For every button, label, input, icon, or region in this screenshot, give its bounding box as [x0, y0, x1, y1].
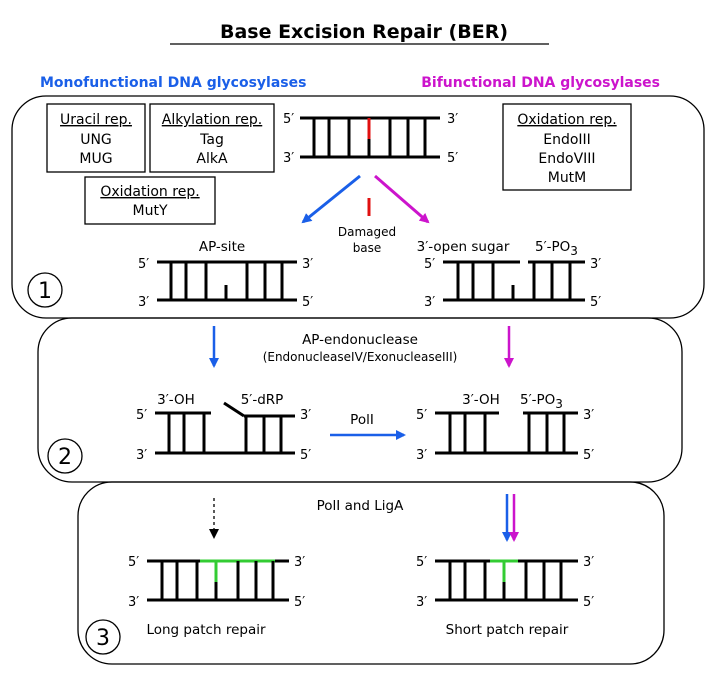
strand-end-label: 3′: [590, 257, 601, 272]
drp-label: 5′-dRP: [241, 392, 284, 408]
oh-label: 3′-OH: [462, 392, 500, 408]
damaged-base-label: base: [353, 241, 382, 255]
monofunctional-header: Monofunctional DNA glycosylases: [40, 75, 306, 91]
poli-liga-label: PolI and LigA: [317, 498, 404, 514]
strand-end-label: 3′: [283, 151, 294, 166]
damaged-dna: [300, 116, 440, 159]
ap-site-dna: [157, 260, 297, 302]
strand-end-label: 3′: [583, 555, 594, 570]
long-patch-dna: [147, 559, 289, 602]
po3-label: 5′-PO3: [535, 239, 578, 258]
bifunctional-header: Bifunctional DNA glycosylases: [421, 75, 660, 91]
step-3-marker: [85, 619, 121, 655]
strand-end-label: 3′: [416, 595, 427, 610]
strand-end-label: 3′: [300, 408, 311, 423]
ap-site-label: AP-site: [199, 239, 245, 255]
uracil-box-item: MUG: [79, 151, 112, 167]
bi-arrow: [374, 174, 430, 224]
step-1-marker: [27, 272, 63, 308]
oxidation-mono-title: Oxidation rep.: [100, 184, 199, 200]
oxidation-bi-item: MutM: [548, 170, 587, 186]
strand-end-label: 3′: [294, 555, 305, 570]
step-3-panel: [77, 481, 665, 665]
ap-endonuclease-label: AP-endonuclease: [302, 332, 418, 348]
strand-end-label: 5′: [302, 295, 313, 310]
page-title: Base Excision Repair (BER): [220, 21, 508, 43]
damaged-base-label: Damaged: [338, 225, 396, 239]
oxidation-bi-box: Oxidation rep. EndoIII EndoVIII MutM: [502, 103, 632, 191]
gapped-dna: [435, 411, 578, 455]
uracil-repair-box: Uracil rep. UNG MUG: [46, 103, 146, 173]
strand-end-label: 3′: [583, 408, 594, 423]
strand-end-label: 5′: [138, 257, 149, 272]
po3-text: 5′-PO: [535, 239, 570, 255]
oxidation-bi-item: EndoIII: [543, 132, 591, 148]
po3-label: 5′-PO3: [520, 392, 563, 411]
strand-end-label: 3′: [416, 448, 427, 463]
step-1-number: 1: [38, 279, 52, 304]
po3-subscript: 3: [555, 397, 563, 411]
oxidation-bi-title: Oxidation rep.: [517, 112, 616, 128]
strand-end-label: 5′: [416, 555, 427, 570]
po3-subscript: 3: [570, 244, 578, 258]
po3-text: 5′-PO: [520, 392, 555, 408]
alkylation-repair-box: Alkylation rep. Tag AlkA: [149, 103, 275, 173]
strand-end-label: 5′: [447, 151, 458, 166]
oxidation-mono-item: MutY: [133, 203, 168, 219]
strand-end-label: 5′: [416, 408, 427, 423]
uracil-box-item: UNG: [80, 132, 112, 148]
strand-end-label: 3′: [447, 112, 458, 127]
poli-label: PolI: [350, 412, 374, 428]
open-sugar-label: 3′-open sugar: [417, 239, 510, 255]
ap-cleaved-dna: [155, 401, 295, 455]
alkylation-box-item: AlkA: [196, 151, 228, 167]
step-2-marker: [47, 438, 83, 474]
strand-end-label: 5′: [300, 448, 311, 463]
ap-endonuclease-sub: (EndonucleaseIV/ExonucleaseIII): [263, 350, 458, 364]
strand-end-label: 5′: [283, 112, 294, 127]
short-patch-label: Short patch repair: [446, 622, 569, 638]
step-3-number: 3: [96, 626, 110, 651]
strand-end-label: 5′: [128, 555, 139, 570]
alkylation-box-item: Tag: [199, 132, 224, 148]
oxidation-mono-box: Oxidation rep. MutY: [84, 176, 216, 225]
step-2-number: 2: [58, 445, 72, 470]
strand-end-label: 5′: [294, 595, 305, 610]
strand-end-label: 5′: [583, 448, 594, 463]
strand-end-label: 3′: [424, 295, 435, 310]
oxidation-bi-item: EndoVIII: [538, 151, 595, 167]
strand-end-label: 3′: [136, 448, 147, 463]
step-1-panel: [11, 95, 705, 319]
mono-arrow: [301, 174, 361, 224]
strand-end-label: 3′: [128, 595, 139, 610]
strand-end-label: 5′: [424, 257, 435, 272]
uracil-box-title: Uracil rep.: [60, 112, 132, 128]
long-patch-label: Long patch repair: [146, 622, 266, 638]
strand-end-label: 5′: [136, 408, 147, 423]
strand-end-label: 3′: [302, 257, 313, 272]
strand-end-label: 5′: [583, 595, 594, 610]
strand-end-label: 3′: [138, 295, 149, 310]
short-patch-dna: [435, 559, 578, 602]
drp-flap: [223, 401, 245, 418]
open-sugar-dna: [443, 260, 585, 302]
oh-label: 3′-OH: [157, 392, 195, 408]
alkylation-box-title: Alkylation rep.: [162, 112, 263, 128]
strand-end-label: 5′: [590, 295, 601, 310]
